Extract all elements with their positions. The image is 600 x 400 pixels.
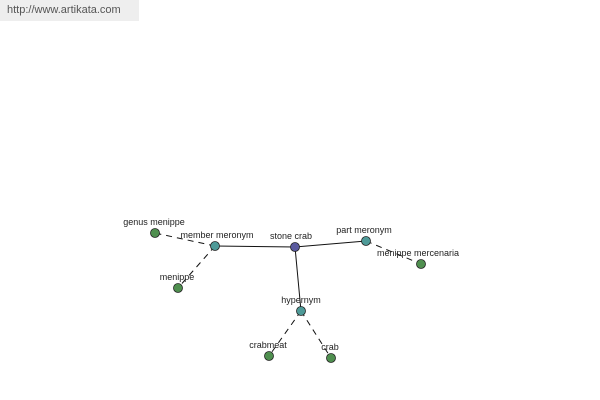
- nodes-layer: [150, 228, 426, 363]
- node-label-stone-crab: stone crab: [270, 231, 312, 241]
- node-label-hypernym: hypernym: [281, 295, 321, 305]
- node-part-meronym[interactable]: [361, 236, 371, 246]
- site-url-link[interactable]: http://www.artikata.com: [0, 0, 139, 21]
- edge-part-meronym-to-menippe-mercenaria: [365, 240, 422, 265]
- edge-member-meronym-to-menippe: [177, 245, 216, 289]
- edge-hypernym-to-crab: [300, 310, 332, 359]
- edges-layer: [154, 232, 422, 359]
- node-label-crab: crab: [321, 342, 339, 352]
- edge-hypernym-to-crabmeat: [268, 310, 302, 357]
- node-stone-crab[interactable]: [290, 242, 300, 252]
- node-hypernym[interactable]: [296, 306, 306, 316]
- node-label-member-meronym: member meronym: [180, 230, 253, 240]
- node-member-meronym[interactable]: [210, 241, 220, 251]
- node-label-menippe-mercenaria: menippe mercenaria: [377, 248, 459, 258]
- edge-stone-crab-to-member-meronym: [214, 245, 296, 248]
- node-crab[interactable]: [326, 353, 336, 363]
- node-menippe-mercenaria[interactable]: [416, 259, 426, 269]
- node-label-menippe: menippe: [160, 272, 195, 282]
- labels-layer: stone crab member meronym part meronym hype…: [123, 217, 459, 352]
- edge-stone-crab-to-hypernym: [294, 246, 302, 312]
- edge-stone-crab-to-part-meronym: [294, 240, 367, 248]
- node-label-part-meronym: part meronym: [336, 225, 392, 235]
- node-label-crabmeat: crabmeat: [249, 340, 287, 350]
- node-crabmeat[interactable]: [264, 351, 274, 361]
- node-label-genus-menippe: genus menippe: [123, 217, 185, 227]
- node-genus-menippe[interactable]: [150, 228, 160, 238]
- node-menippe[interactable]: [173, 283, 183, 293]
